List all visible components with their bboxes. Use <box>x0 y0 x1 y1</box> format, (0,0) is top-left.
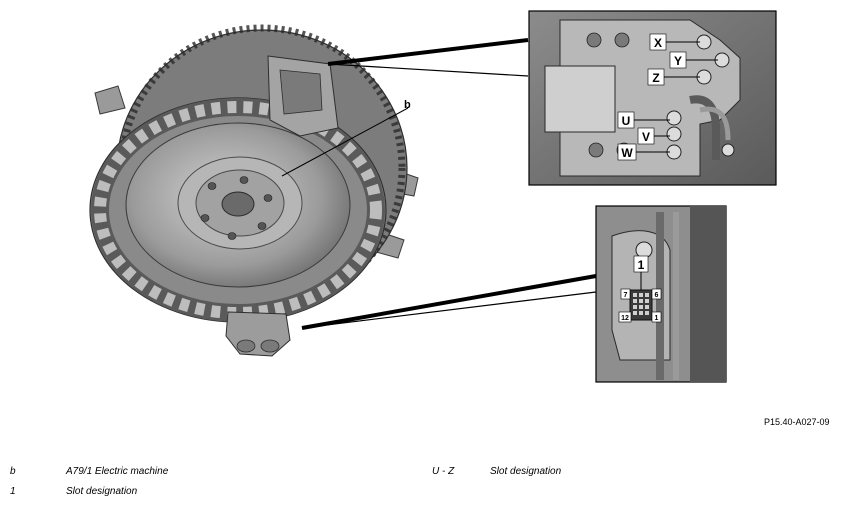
figure-reference-code: P15.40-A027-09 <box>764 417 830 427</box>
legend-value-u-z: Slot designation <box>490 466 562 477</box>
legend-value-b: A79/1 Electric machine <box>66 466 169 477</box>
pin-label-6: 6 <box>655 292 659 299</box>
callout-u: U <box>622 114 631 128</box>
legend-key-b: b <box>10 466 16 477</box>
callout-w: W <box>621 146 633 160</box>
detail-bottom: 1 7 6 12 1 <box>595 205 727 383</box>
electric-machine-illustration <box>89 24 419 357</box>
legend-value-1: Slot designation <box>66 486 138 497</box>
leader-lines <box>281 38 597 330</box>
main-callout-b: b <box>404 99 411 111</box>
callout-x: X <box>654 36 662 50</box>
pin-label-12: 12 <box>621 315 629 322</box>
callout-v: V <box>642 130 650 144</box>
callout-1: 1 <box>638 258 645 272</box>
legend-key-1: 1 <box>10 486 16 497</box>
pin-label-1: 1 <box>655 315 659 322</box>
callout-y: Y <box>674 54 682 68</box>
callout-z: Z <box>652 71 659 85</box>
detail-top: X Y Z U V W <box>528 10 777 186</box>
legend-key-u-z: U - Z <box>432 466 455 477</box>
pin-label-7: 7 <box>624 292 628 299</box>
